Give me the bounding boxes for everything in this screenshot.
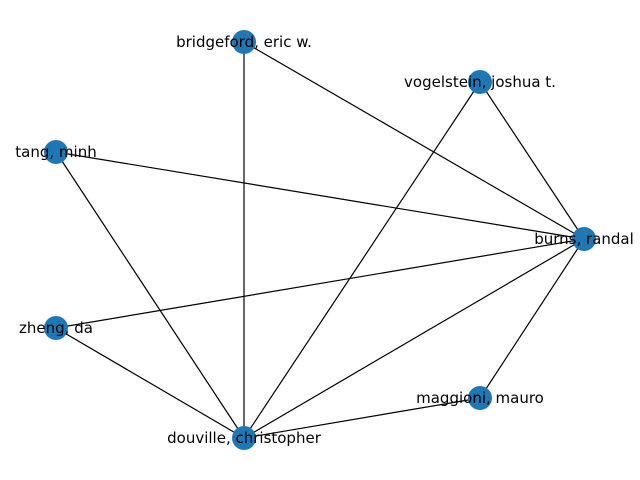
node-label-burns: burns, randal [534,230,634,248]
edge-vogelstein-douville [243,81,481,439]
node-douville [232,426,256,450]
node-bridgeford [232,30,256,54]
node-zheng [44,316,68,340]
node-label-zheng: zheng, da [19,319,93,337]
node-burns [572,227,596,251]
node-label-tang: tang, minh [15,143,96,161]
label-layer: bridgeford, eric w. vogelstein, joshua t.… [15,33,633,447]
edge-maggioni-douville [243,397,481,439]
edge-tang-burns [55,151,585,240]
node-maggioni [468,386,492,410]
node-vogelstein [468,70,492,94]
node-layer [44,30,596,450]
edge-vogelstein-burns [479,81,585,240]
edge-zheng-burns [55,238,585,329]
node-label-vogelstein: vogelstein, joshua t. [404,73,556,91]
node-label-douville: douville, christopher [167,429,322,447]
edge-tang-douville [55,151,245,439]
edge-zheng-douville [55,327,245,439]
node-label-maggioni: maggioni, mauro [416,389,544,407]
edge-burns-douville [243,238,585,439]
node-label-bridgeford: bridgeford, eric w. [176,33,312,51]
edge-bridgeford-burns [243,41,585,240]
node-tang [44,140,68,164]
edge-burns-maggioni [479,238,585,399]
edge-layer [55,41,585,439]
